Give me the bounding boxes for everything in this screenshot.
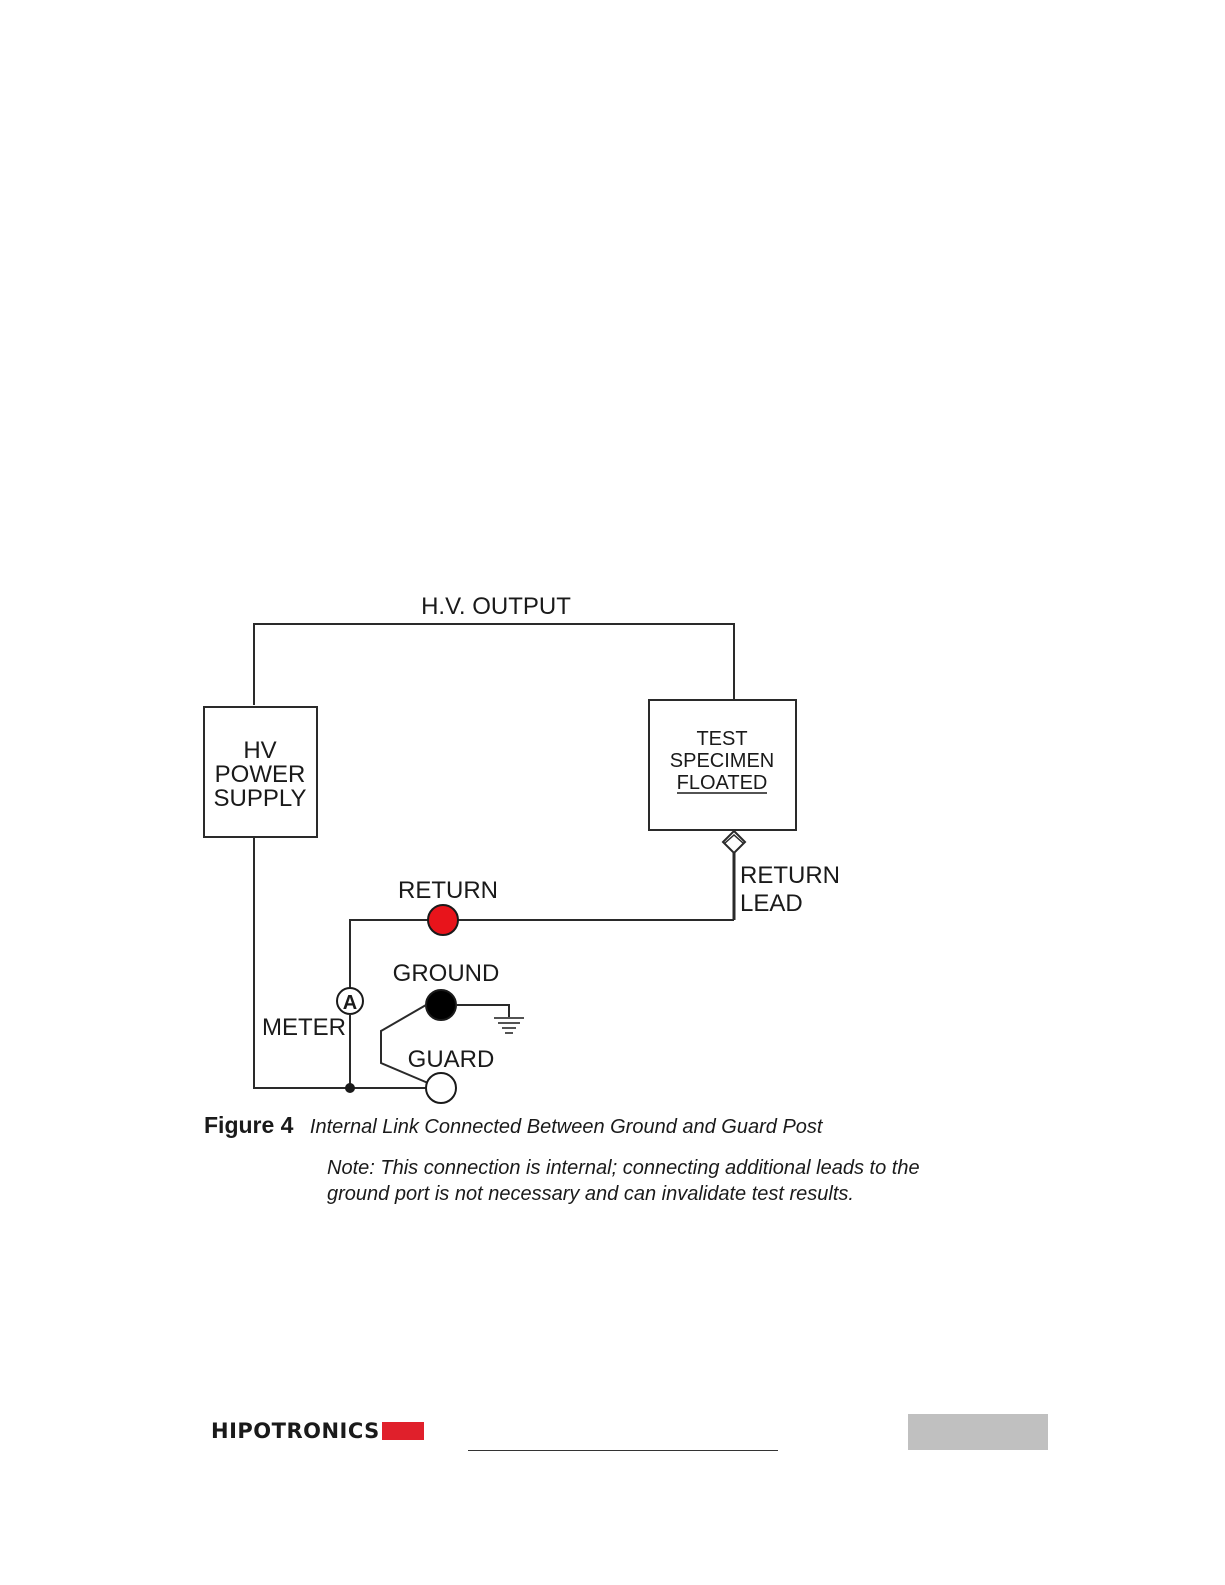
hv-output-wire xyxy=(254,624,734,705)
logo-red-bar xyxy=(382,1422,424,1440)
figure-caption: Figure 4 Internal Link Connected Between… xyxy=(204,1112,822,1139)
return-lead-label-2: LEAD xyxy=(740,890,803,917)
figure-note: Note: This connection is internal; conne… xyxy=(327,1155,967,1207)
ammeter-symbol: A xyxy=(343,992,357,1014)
guard-post xyxy=(426,1073,456,1103)
ground-label: GROUND xyxy=(393,960,500,987)
earth-ground-icon xyxy=(494,1018,524,1033)
test-specimen-line-2: SPECIMEN xyxy=(670,750,774,772)
guard-label: GUARD xyxy=(408,1046,495,1073)
earth-wire xyxy=(456,1005,509,1017)
power-supply-line-2: POWER xyxy=(215,761,306,788)
junction-dot xyxy=(345,1083,355,1093)
note-line-2: ground port is not necessary and can inv… xyxy=(327,1181,967,1207)
hv-output-label: H.V. OUTPUT xyxy=(421,593,571,620)
return-label: RETURN xyxy=(398,877,498,904)
figure-label: Figure 4 xyxy=(204,1112,293,1138)
power-supply-line-1: HV xyxy=(243,737,276,764)
meter-label: METER xyxy=(262,1014,346,1041)
hipotronics-logo: HIPOTRONICS xyxy=(211,1419,424,1443)
test-specimen-line-3: FLOATED xyxy=(677,772,768,794)
figure-title: Internal Link Connected Between Ground a… xyxy=(310,1116,823,1138)
return-lead-label-1: RETURN xyxy=(740,862,840,889)
power-supply-line-3: SUPPLY xyxy=(214,785,307,812)
page-number-box xyxy=(908,1414,1048,1450)
test-specimen-line-1: TEST xyxy=(696,728,747,750)
logo-text: HIPOTRONICS xyxy=(211,1419,380,1443)
footer-rule xyxy=(468,1450,778,1451)
ground-post xyxy=(426,990,456,1020)
note-line-1: Note: This connection is internal; conne… xyxy=(327,1155,967,1181)
return-post xyxy=(428,905,458,935)
